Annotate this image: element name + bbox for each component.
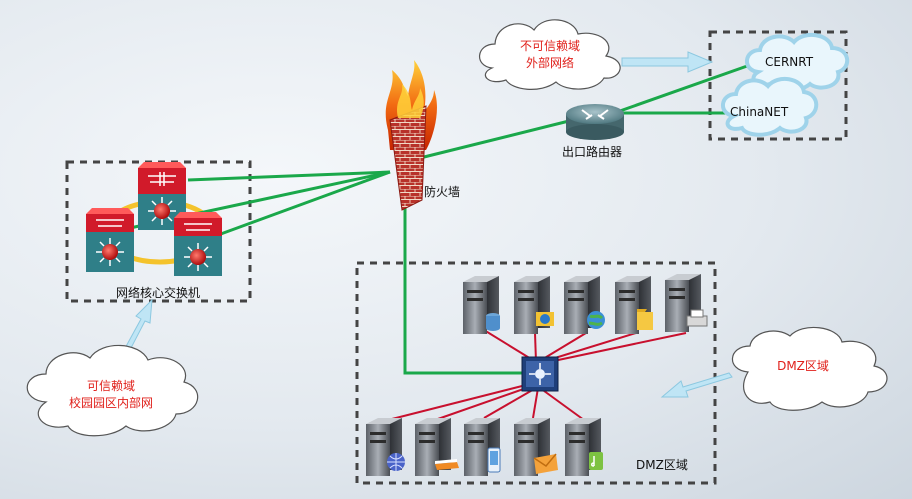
servers-top: [463, 274, 708, 334]
link-core-3-firewall: [217, 170, 391, 237]
cernrt-label: CERNRT: [765, 55, 814, 69]
exit-router-label: 出口路由器: [562, 145, 623, 159]
chinanet-label: ChinaNET: [730, 105, 789, 119]
firewall-label: 防火墙: [424, 185, 461, 199]
dmz-cloud-label: DMZ区域: [777, 359, 829, 373]
core-switch-3[interactable]: [174, 212, 222, 276]
firewall-flame-icon[interactable]: [385, 60, 437, 211]
mobile-server-icon[interactable]: [464, 418, 501, 476]
servers-bottom: [366, 418, 603, 476]
link-firewall-dmz-switch: [403, 205, 522, 375]
trusted-cloud: [26, 344, 199, 437]
dmz-zone-label: DMZ区域: [636, 458, 688, 472]
link-firewall-router: [419, 118, 574, 160]
book-server-icon[interactable]: [415, 418, 459, 476]
dmz-zone-border: [355, 261, 717, 485]
database-server-icon[interactable]: [463, 276, 500, 334]
print-server-icon[interactable]: [665, 274, 708, 332]
untrusted-cloud: [479, 19, 621, 90]
file-server-icon[interactable]: [514, 276, 554, 334]
untrusted-zone-line1: 不可信赖域: [519, 39, 580, 53]
trusted-zone-label: 可信赖域 校园园区内部网: [52, 378, 170, 412]
trusted-zone-line2: 校园园区内部网: [68, 396, 153, 410]
media-server-icon[interactable]: [565, 418, 603, 476]
dmz-cloud: [731, 326, 888, 411]
router-icon[interactable]: [566, 104, 624, 140]
link-router-cernrt: [616, 63, 751, 114]
untrusted-zone-label: 不可信赖域 外部网络: [502, 38, 598, 72]
uplinks: [129, 63, 751, 375]
core-switch-label: 网络核心交换机: [116, 286, 201, 300]
chinanet-cloud: [721, 76, 819, 137]
multilayer-switch-icon[interactable]: [521, 356, 559, 392]
untrusted-zone-line2: 外部网络: [525, 56, 574, 70]
folder-server-icon[interactable]: [615, 276, 653, 334]
trusted-zone-line1: 可信赖域: [86, 379, 135, 393]
arrow-dmz-cloud-to-zone: [660, 372, 733, 398]
external-zone-border: [708, 30, 848, 141]
arrow-untrusted-to-external: [621, 51, 714, 73]
web-globe-server-icon[interactable]: [366, 418, 405, 476]
web-server-icon[interactable]: [564, 276, 605, 334]
core-switch-2[interactable]: [86, 208, 134, 272]
link-core-1-firewall: [187, 170, 391, 182]
mail-server-icon[interactable]: [514, 418, 558, 476]
